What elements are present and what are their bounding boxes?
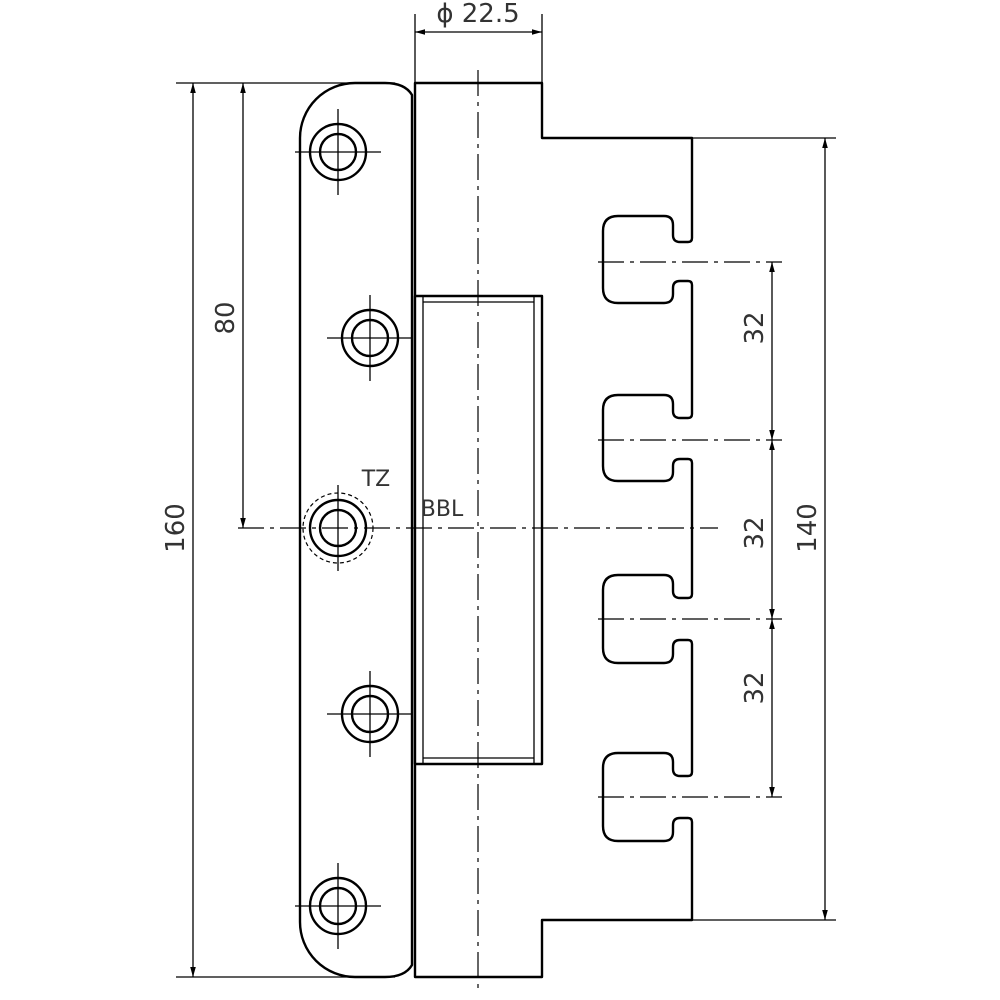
- diameter-label: ϕ 22.5: [436, 0, 519, 29]
- dimension-160-label: 160: [161, 503, 191, 553]
- screw-hole-1: [295, 109, 381, 195]
- screw-hole-4: [327, 671, 413, 757]
- dimension-140-label: 140: [793, 503, 823, 553]
- dimension-32-a-label: 32: [740, 311, 770, 344]
- hinge-frame-part: [413, 81, 694, 979]
- screw-hole-2: [327, 295, 413, 381]
- bbl-label: BBL: [421, 497, 464, 522]
- hinge-leaf-plate: [298, 81, 414, 979]
- dimension-80-label: 80: [211, 301, 241, 334]
- screw-hole-5: [295, 863, 381, 949]
- dimension-32-b-label: 32: [740, 516, 770, 549]
- tz-label: TZ: [361, 467, 391, 492]
- dimension-32-c-label: 32: [740, 671, 770, 704]
